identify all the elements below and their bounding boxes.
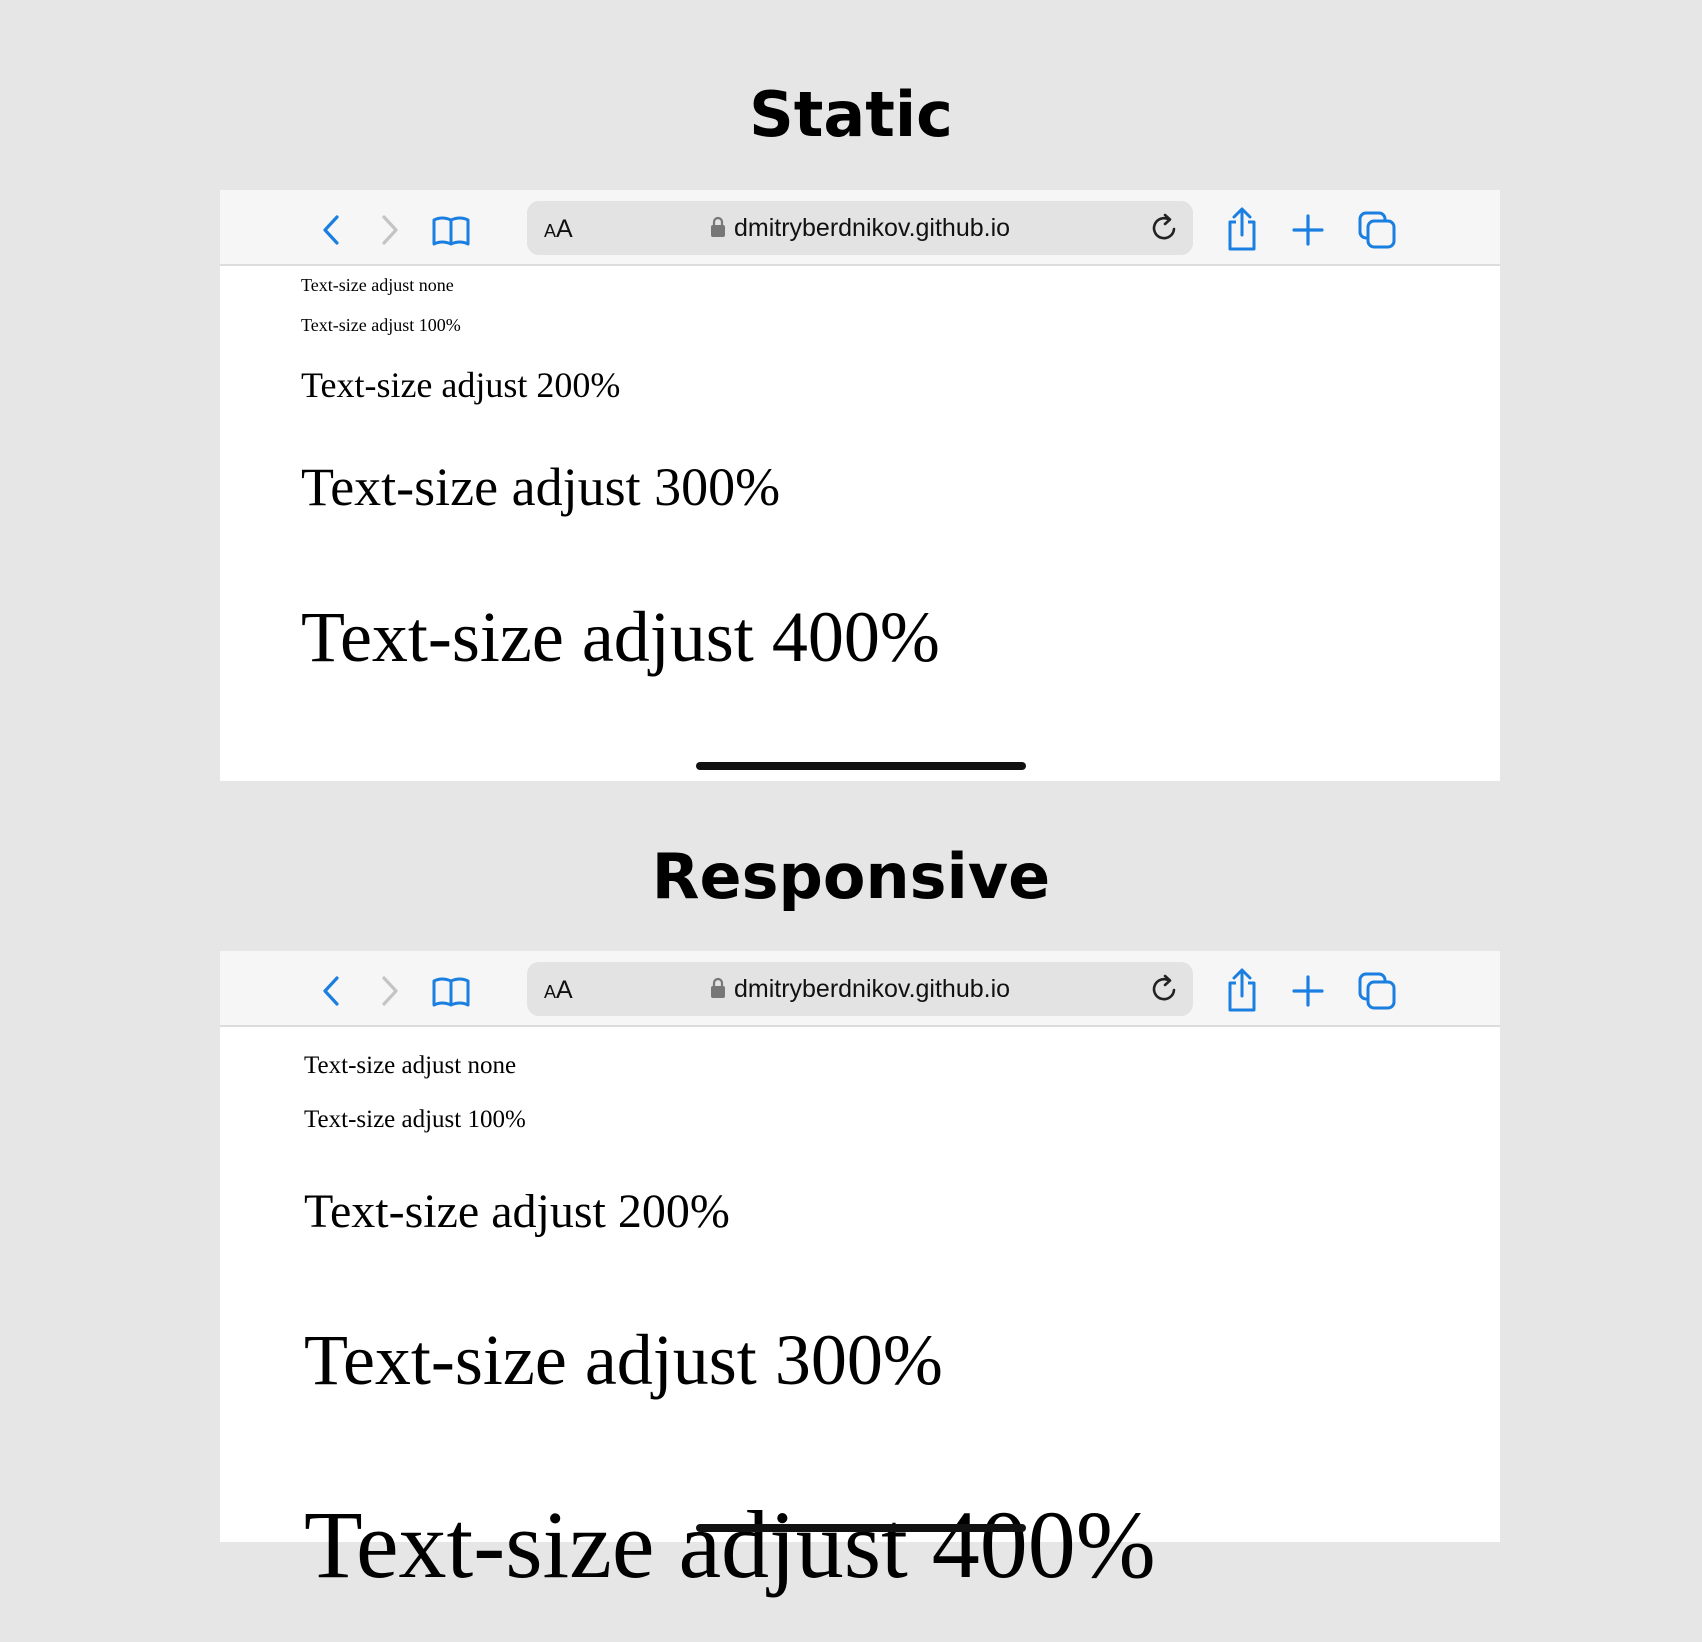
reader-text-size-button[interactable]: AA [544, 976, 573, 1004]
back-chevron-icon[interactable] [312, 971, 352, 1011]
new-tab-plus-icon[interactable] [1288, 210, 1328, 250]
url-display[interactable]: dmitryberdnikov.github.io [527, 975, 1193, 1006]
home-indicator [696, 1524, 1026, 1532]
url-text: dmitryberdnikov.github.io [733, 975, 1011, 1003]
url-text: dmitryberdnikov.github.io [733, 214, 1011, 242]
browser-window-responsive: AA dmitryberdnikov.github.io Text-size a… [220, 951, 1500, 1598]
url-display[interactable]: dmitryberdnikov.github.io [527, 214, 1193, 245]
address-bar[interactable]: AA dmitryberdnikov.github.io [527, 201, 1193, 255]
reload-icon[interactable] [1149, 973, 1181, 1005]
text-line-200: Text-size adjust 200% [304, 1185, 730, 1238]
browser-window-static: AA dmitryberdnikov.github.io Text-size a… [220, 190, 1500, 781]
safari-toolbar: AA dmitryberdnikov.github.io [220, 951, 1500, 1027]
text-line-300: Text-size adjust 300% [304, 1320, 943, 1400]
safari-toolbar: AA dmitryberdnikov.github.io [220, 190, 1500, 266]
lock-icon [710, 216, 726, 245]
share-icon[interactable] [1222, 967, 1262, 1013]
section-title-static: Static [749, 78, 953, 151]
text-line-none: Text-size adjust none [304, 1052, 517, 1079]
back-chevron-icon[interactable] [312, 210, 352, 250]
bookmarks-book-icon[interactable] [431, 210, 471, 250]
lock-icon [710, 977, 726, 1006]
home-indicator [696, 762, 1026, 770]
text-line-none: Text-size adjust none [301, 275, 454, 295]
forward-chevron-icon[interactable] [369, 971, 409, 1011]
tabs-overview-icon[interactable] [1357, 971, 1397, 1011]
reader-text-size-button[interactable]: AA [544, 215, 573, 243]
text-line-200: Text-size adjust 200% [301, 365, 621, 405]
text-line-400: Text-size adjust 400% [301, 597, 940, 677]
forward-chevron-icon[interactable] [369, 210, 409, 250]
text-line-400: Text-size adjust 400% [304, 1491, 1156, 1598]
new-tab-plus-icon[interactable] [1288, 971, 1328, 1011]
address-bar[interactable]: AA dmitryberdnikov.github.io [527, 962, 1193, 1016]
text-line-100: Text-size adjust 100% [301, 315, 461, 335]
bookmarks-book-icon[interactable] [431, 971, 471, 1011]
text-line-100: Text-size adjust 100% [304, 1106, 526, 1133]
share-icon[interactable] [1222, 206, 1262, 252]
tabs-overview-icon[interactable] [1357, 210, 1397, 250]
section-title-responsive: Responsive [651, 840, 1051, 913]
reload-icon[interactable] [1149, 212, 1181, 244]
text-line-300: Text-size adjust 300% [301, 457, 781, 517]
